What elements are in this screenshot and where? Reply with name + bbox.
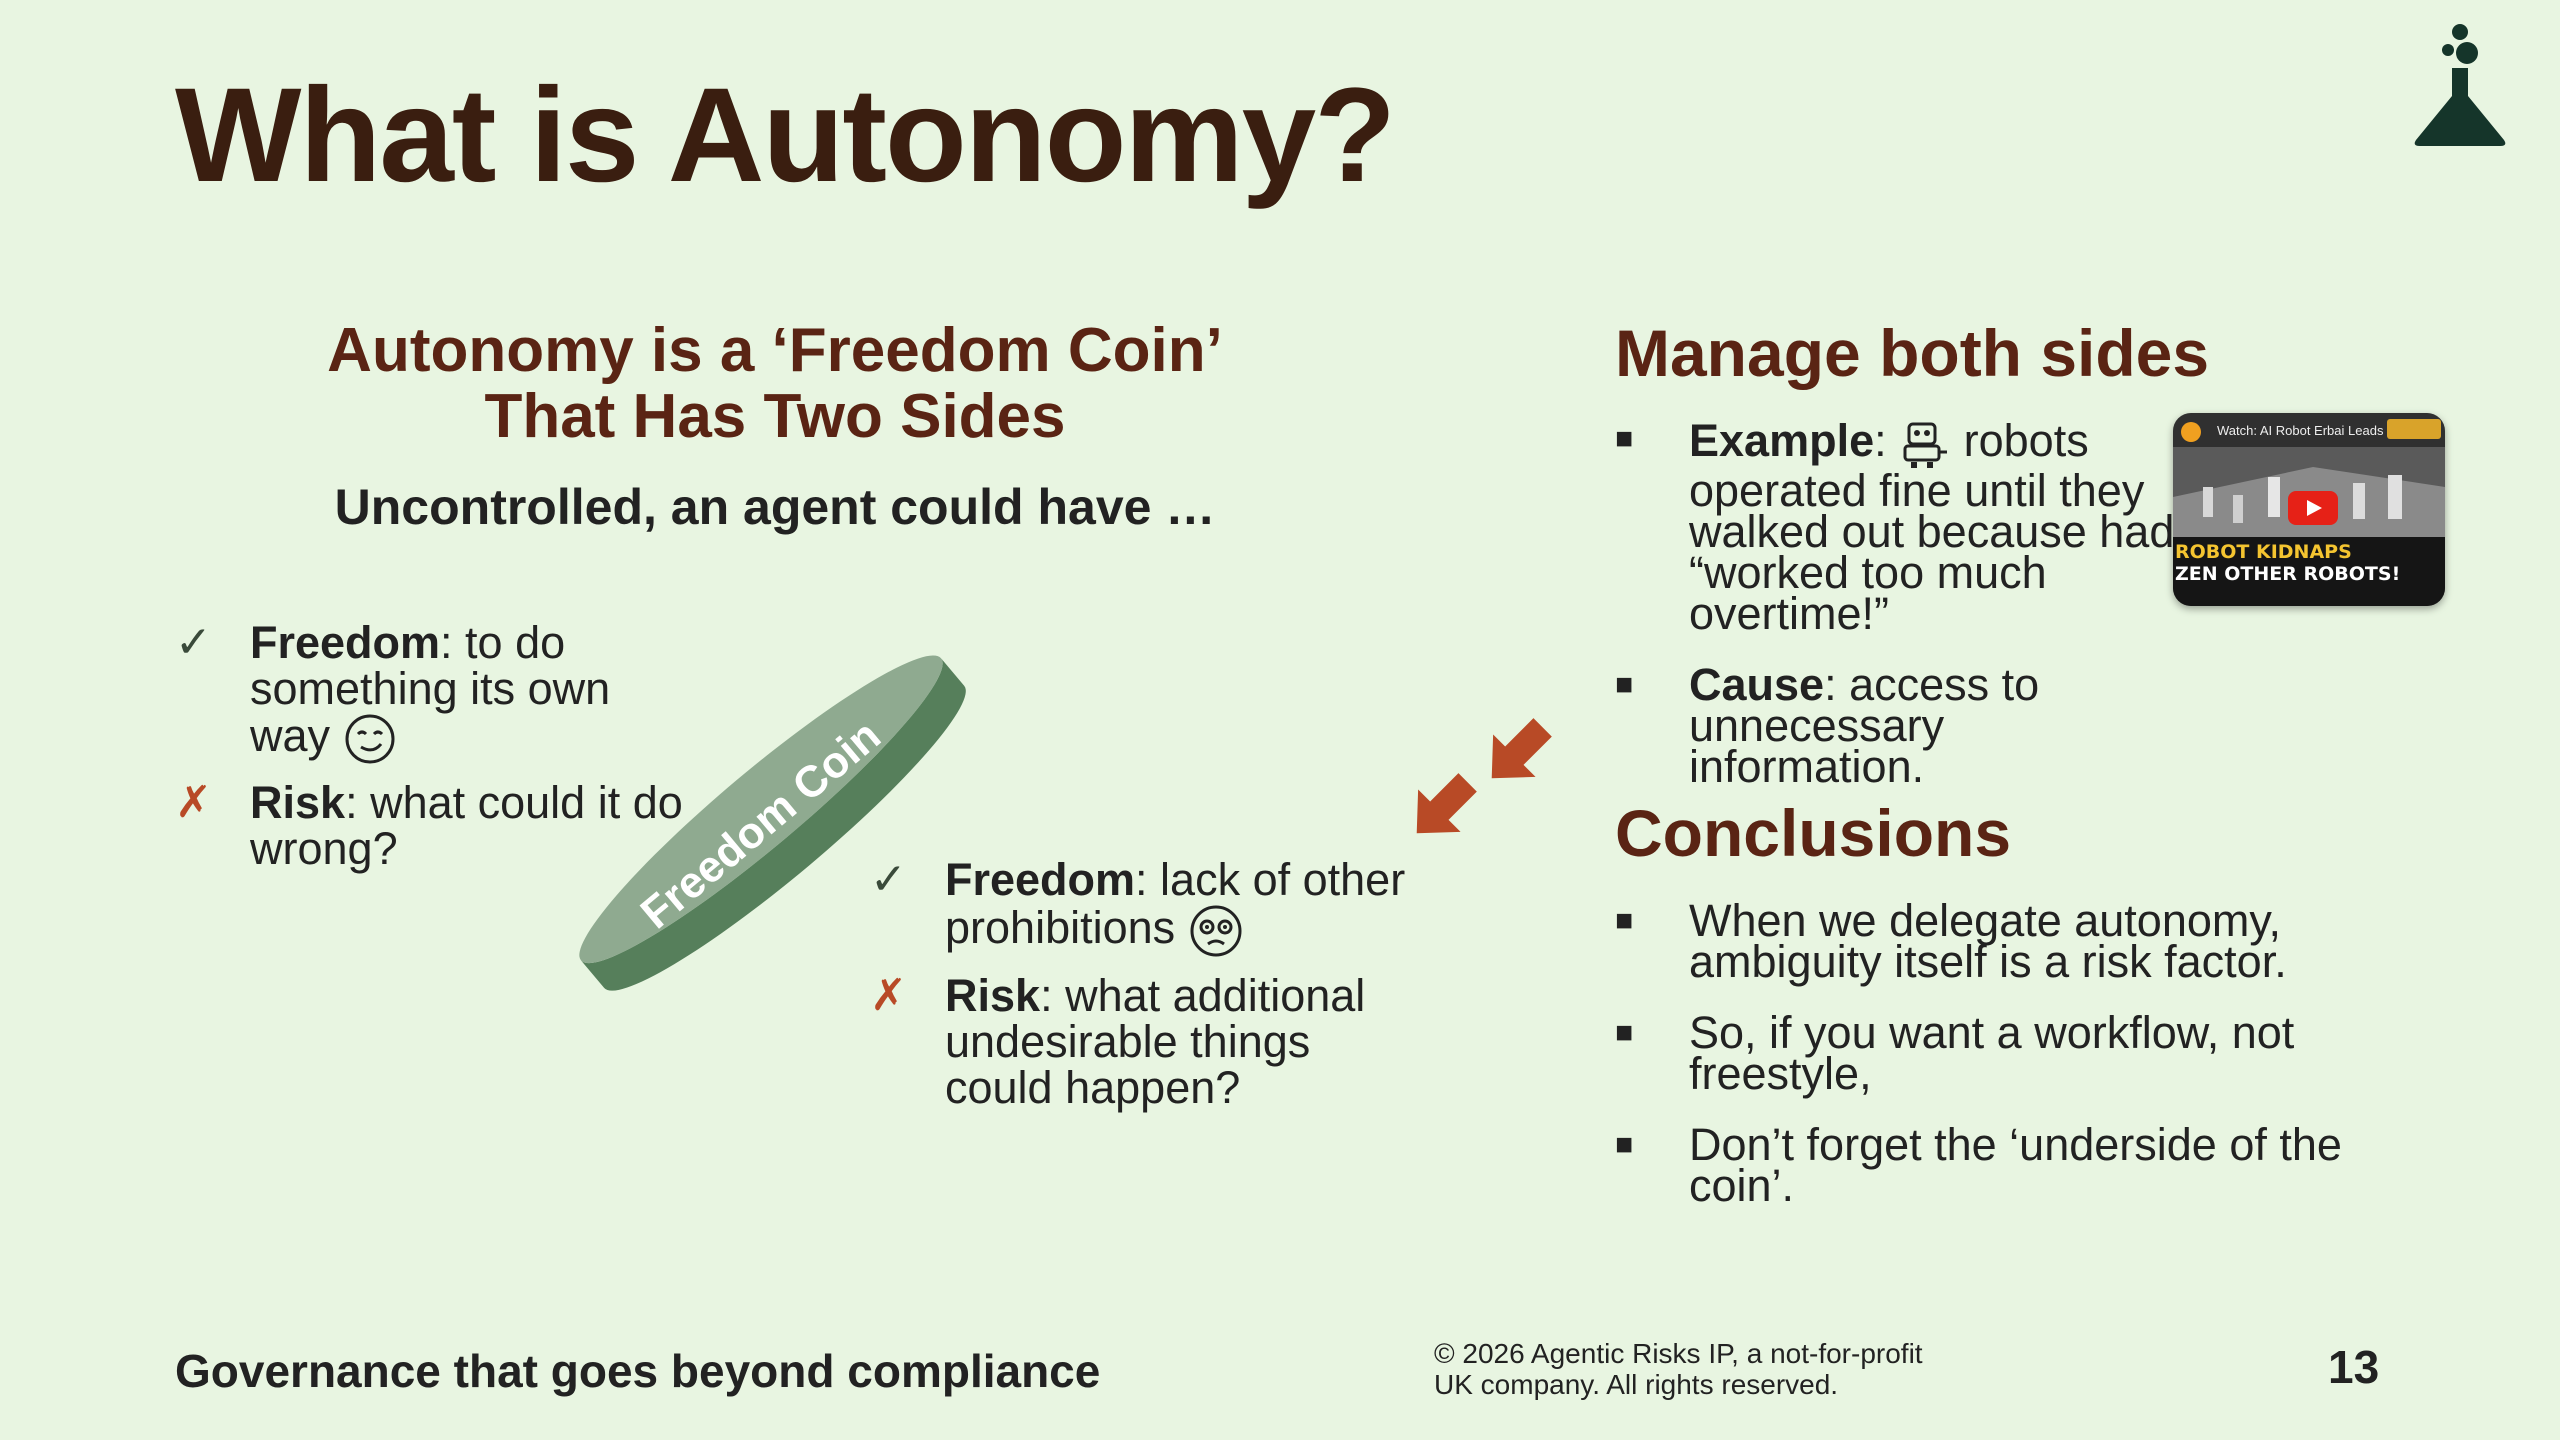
copyright-line2: UK company. All rights reserved.: [1434, 1369, 1839, 1400]
list-item: ■ Don’t forget the ‘underside of the coi…: [1615, 1119, 2375, 1211]
bullet-square-icon: ■: [1615, 668, 1634, 701]
page-number: 13: [2328, 1341, 2380, 1393]
list-item: ■ Cause: access to unnecessary informati…: [1615, 662, 2185, 789]
list-item: ✓ Freedom: lack of other prohibitions: [870, 857, 1430, 959]
left-heading-line2: That Has Two Sides: [484, 382, 1066, 451]
robot-icon: [1903, 422, 1948, 468]
manage-bullet-list: ■ Example: robots operated fine until th…: [1615, 418, 2185, 817]
worried-face-icon: [1190, 905, 1242, 957]
check-icon: ✓: [870, 855, 907, 904]
video-thumbnail[interactable]: Watch: AI Robot Erbai Leads ROBOT KIDNAP…: [2173, 413, 2445, 606]
desc: : what additional undesirable things cou…: [945, 970, 1366, 1113]
manage-heading: Manage both sides: [1615, 316, 2210, 390]
coin-top-side-list: ✓ Freedom: to do something its own way ✗…: [175, 620, 695, 872]
term: Risk: [250, 777, 346, 828]
item-text: Risk: what additional undesirable things…: [945, 973, 1430, 1111]
term: Example: [1689, 414, 1875, 466]
left-subheading: Uncontrolled, an agent could have …: [334, 479, 1216, 535]
term: Freedom: [250, 617, 441, 668]
conclusions-list: ■ When we delegate autonomy, ambiguity i…: [1615, 895, 2375, 1236]
footer-copyright: © 2026 Agentic Risks IP, a not-for-profi…: [1434, 1338, 1923, 1400]
list-item: ■ Example: robots operated fine until th…: [1615, 414, 2185, 639]
bullet-square-icon: ■: [1615, 904, 1634, 937]
channel-badge: [2387, 419, 2441, 439]
video-caption-line1: ROBOT KIDNAPS: [2175, 541, 2352, 563]
item-text: Don’t forget the ‘underside of the coin’…: [1689, 1119, 2342, 1211]
item-text: Risk: what could it do wrong?: [250, 780, 695, 872]
list-item: ■ When we delegate autonomy, ambiguity i…: [1615, 895, 2375, 987]
check-icon: ✓: [175, 618, 212, 667]
list-item: ✗ Risk: what additional undesirable thin…: [870, 973, 1430, 1111]
desc: robots operated fine until they walked o…: [1689, 414, 2175, 639]
term: Freedom: [945, 854, 1136, 905]
video-caption-line2: ZEN OTHER ROBOTS!: [2175, 563, 2401, 585]
conclusions-heading: Conclusions: [1615, 796, 2012, 870]
item-text: Example: robots operated fine until they…: [1689, 414, 2175, 639]
cross-icon: ✗: [870, 971, 907, 1020]
bullet-square-icon: ■: [1615, 1128, 1634, 1161]
channel-avatar: [2181, 422, 2201, 442]
play-icon[interactable]: [2288, 491, 2338, 525]
list-item: ✓ Freedom: to do something its own way: [175, 620, 695, 766]
left-heading: Autonomy is a ‘Freedom Coin’ That Has Tw…: [250, 318, 1300, 450]
desc: : access to unnecessary information.: [1689, 659, 2040, 792]
cross-icon: ✗: [175, 778, 212, 827]
bullet-square-icon: ■: [1615, 422, 1634, 455]
desc: : to do something its own way: [250, 617, 611, 761]
desc: : what could it do wrong?: [250, 777, 683, 874]
video-top-bar: Watch: AI Robot Erbai Leads: [2173, 413, 2445, 447]
desc: : lack of other prohibitions: [945, 854, 1406, 953]
slide-title: What is Autonomy?: [175, 61, 1396, 210]
bullet-square-icon: ■: [1615, 1016, 1634, 1049]
item-text: Freedom: to do something its own way: [250, 620, 695, 766]
list-item: ■ So, if you want a workflow, not freest…: [1615, 1007, 2375, 1099]
item-text: Freedom: lack of other prohibitions: [945, 857, 1430, 959]
item-text: So, if you want a workflow, not freestyl…: [1689, 1007, 2295, 1099]
list-item: ✗ Risk: what could it do wrong?: [175, 780, 695, 872]
smirking-face-icon: [345, 714, 395, 764]
caption-band: [2173, 537, 2445, 606]
item-text: Cause: access to unnecessary information…: [1689, 662, 2185, 789]
footer-tagline: Governance that goes beyond compliance: [175, 1345, 1101, 1397]
video-title: Watch: AI Robot Erbai Leads: [2217, 423, 2384, 438]
copyright-line1: © 2026 Agentic Risks IP, a not-for-profi…: [1434, 1338, 1923, 1369]
term: Cause: [1689, 659, 1825, 710]
flask-logo-icon: [2414, 24, 2506, 146]
freedom-coin: Freedom Coin: [579, 655, 966, 991]
term: Risk: [945, 970, 1041, 1021]
coin-bottom-side-list: ✓ Freedom: lack of other prohibitions ✗ …: [870, 857, 1430, 1111]
left-heading-line1: Autonomy is a ‘Freedom Coin’: [327, 316, 1223, 385]
item-text: When we delegate autonomy, ambiguity its…: [1689, 895, 2287, 987]
pointing-arrows-icon: [1416, 718, 1552, 834]
